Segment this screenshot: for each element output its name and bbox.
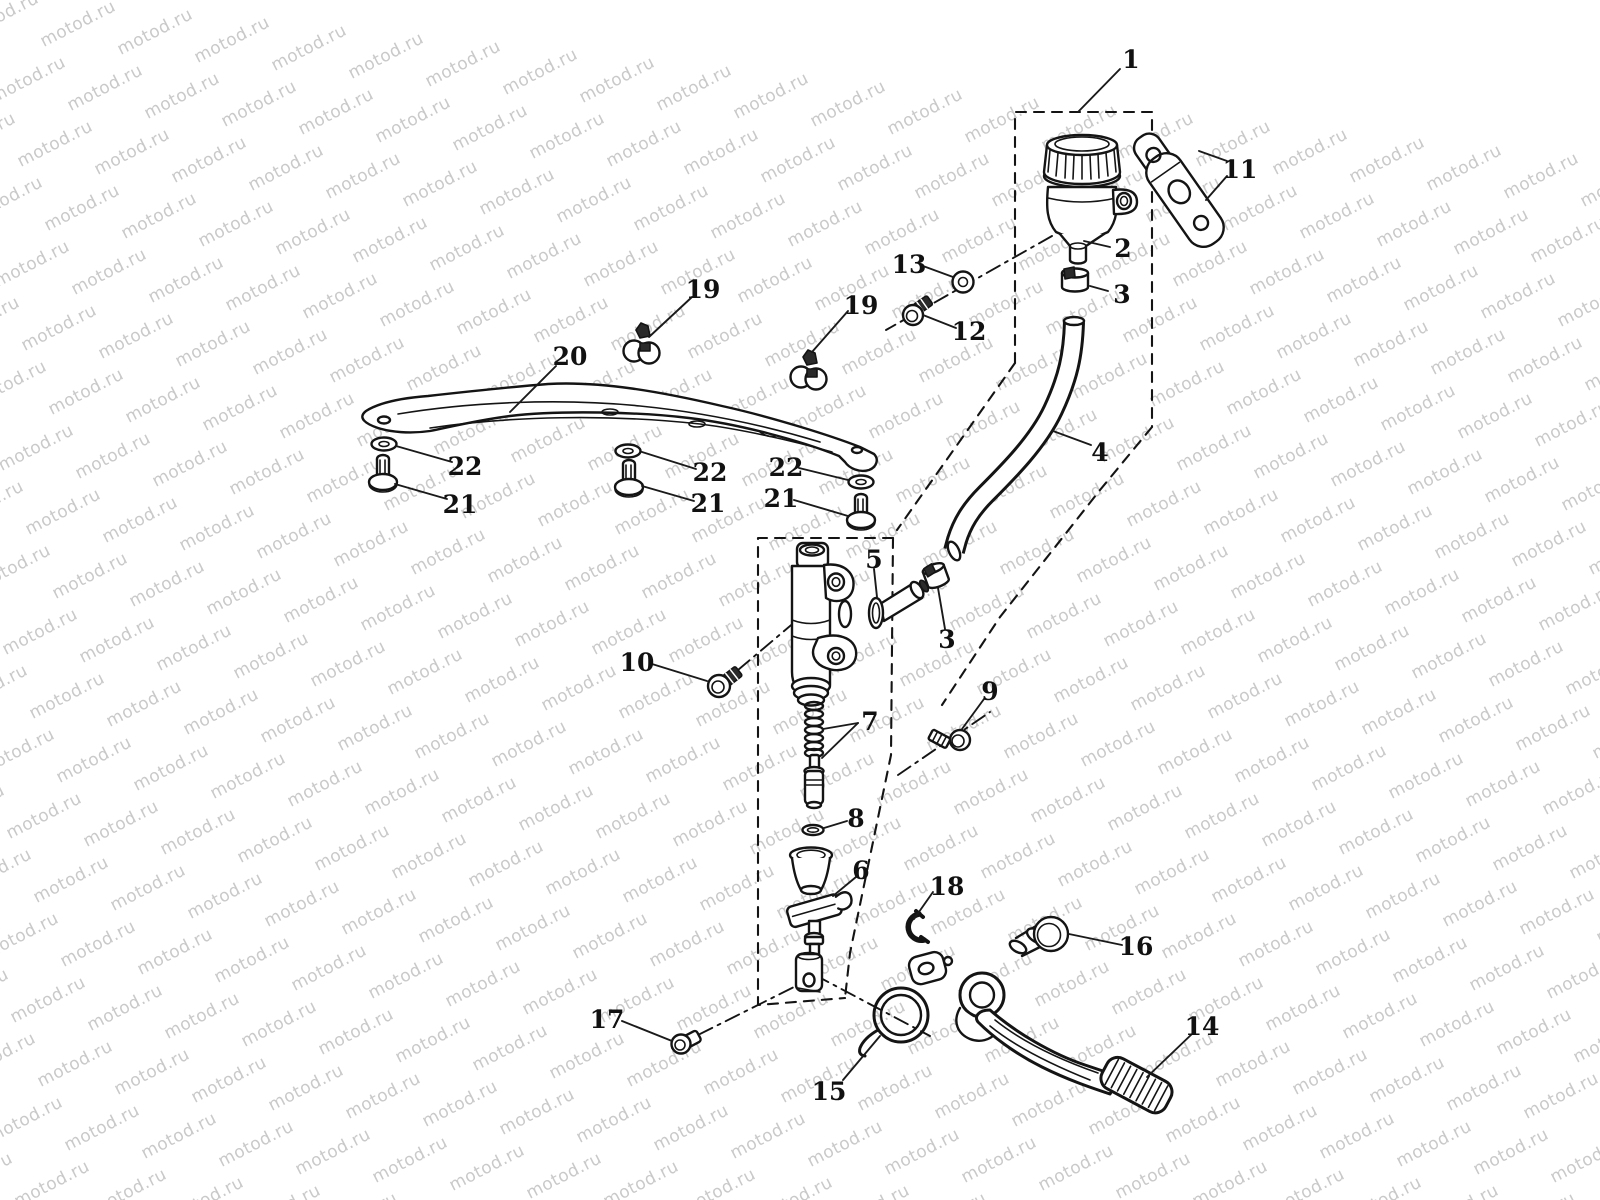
callout-label: 22 <box>693 458 728 487</box>
callout-leader <box>822 722 859 730</box>
reservoir-bracket <box>1132 132 1225 249</box>
return-spring <box>858 986 930 1058</box>
pedal-pad <box>1099 1055 1174 1115</box>
callout-leader <box>395 445 453 463</box>
elbow-fitting <box>867 579 930 630</box>
callout-label: 3 <box>938 625 955 654</box>
reservoir-mount-screw <box>901 295 934 327</box>
callout-leader <box>937 587 946 630</box>
callout-label: 20 <box>553 342 588 371</box>
hose-clip-mid <box>921 561 950 590</box>
callout-label: 22 <box>448 452 483 481</box>
bolt-9 <box>927 728 972 752</box>
callout-label: 5 <box>865 545 882 574</box>
callout-leader <box>1146 1032 1194 1078</box>
callout-leader <box>922 314 957 329</box>
assembly-axis-lines <box>671 235 1053 1049</box>
callout-label: 10 <box>620 648 655 677</box>
callout-label: 16 <box>1119 932 1154 961</box>
cylinder-group-box <box>756 536 895 1007</box>
reservoir-group-box <box>895 110 1154 707</box>
retaining-clip <box>905 909 930 944</box>
callout-label: 21 <box>443 490 478 519</box>
callout-label: 14 <box>1185 1012 1220 1041</box>
callout-leader <box>1083 240 1111 248</box>
cap-ribs <box>1047 149 1117 180</box>
callout-leader <box>641 485 695 502</box>
callout-label: 18 <box>930 872 965 901</box>
callout-leader <box>832 876 857 897</box>
callout-label: 13 <box>892 250 927 279</box>
callout-leader <box>651 663 708 682</box>
callout-label: 6 <box>852 856 869 885</box>
callout-leader <box>793 499 849 517</box>
callout-label: 11 <box>1223 155 1258 184</box>
callout-leader <box>1198 150 1228 162</box>
hose-clip-19a <box>622 322 661 365</box>
callout-leader <box>394 483 448 500</box>
callout-label: 22 <box>769 453 804 482</box>
callout-leader <box>509 365 557 413</box>
hose-clip-top <box>1060 266 1090 293</box>
callout-leader <box>1089 285 1109 292</box>
callout-label: 4 <box>1091 438 1108 467</box>
pushrod-assembly <box>785 846 853 993</box>
callout-leader <box>1052 430 1092 446</box>
callout-leader <box>823 820 848 829</box>
callout-leader <box>1077 68 1121 113</box>
callout-label: 21 <box>764 484 799 513</box>
callout-leader <box>873 568 878 598</box>
pivot-bolt <box>1008 915 1070 958</box>
bolts-21 <box>367 453 877 531</box>
callout-label: 2 <box>1114 234 1131 263</box>
piston-spring <box>803 700 825 810</box>
callout-leader <box>1205 175 1228 201</box>
washers-22 <box>370 436 875 490</box>
callout-leader <box>621 1020 673 1042</box>
brake-pedal <box>907 950 1174 1115</box>
callout-leader <box>842 1035 881 1081</box>
callout-label: 15 <box>812 1077 847 1106</box>
reservoir-mount-washer <box>951 270 975 294</box>
callout-label: 21 <box>691 489 726 518</box>
long-bracket <box>361 382 878 473</box>
o-ring <box>801 823 825 837</box>
callout-label: 8 <box>847 804 864 833</box>
hose-clip-19b <box>789 349 828 391</box>
callout-label: 3 <box>1113 280 1130 309</box>
callout-label: 7 <box>861 707 878 736</box>
callout-label: 1 <box>1122 45 1139 74</box>
callout-leader <box>798 467 849 481</box>
reservoir-hose <box>943 315 1086 562</box>
callout-leader <box>821 722 859 759</box>
callout-leader <box>922 265 954 278</box>
callout-label: 19 <box>844 291 879 320</box>
callout-leader <box>913 891 934 920</box>
callout-label: 9 <box>981 677 998 706</box>
callout-leader <box>811 310 849 353</box>
callout-leader <box>641 451 697 470</box>
callout-leader <box>961 698 985 730</box>
mount-screw-10 <box>706 666 743 699</box>
callout-label: 17 <box>590 1005 625 1034</box>
clevis-pin <box>670 1029 702 1055</box>
callout-leader <box>1068 933 1123 946</box>
callout-leader <box>648 296 693 338</box>
callout-label: 19 <box>686 275 721 304</box>
master-cylinder-body <box>790 541 858 707</box>
callout-label: 12 <box>952 317 987 346</box>
fluid-reservoir <box>1042 133 1139 265</box>
